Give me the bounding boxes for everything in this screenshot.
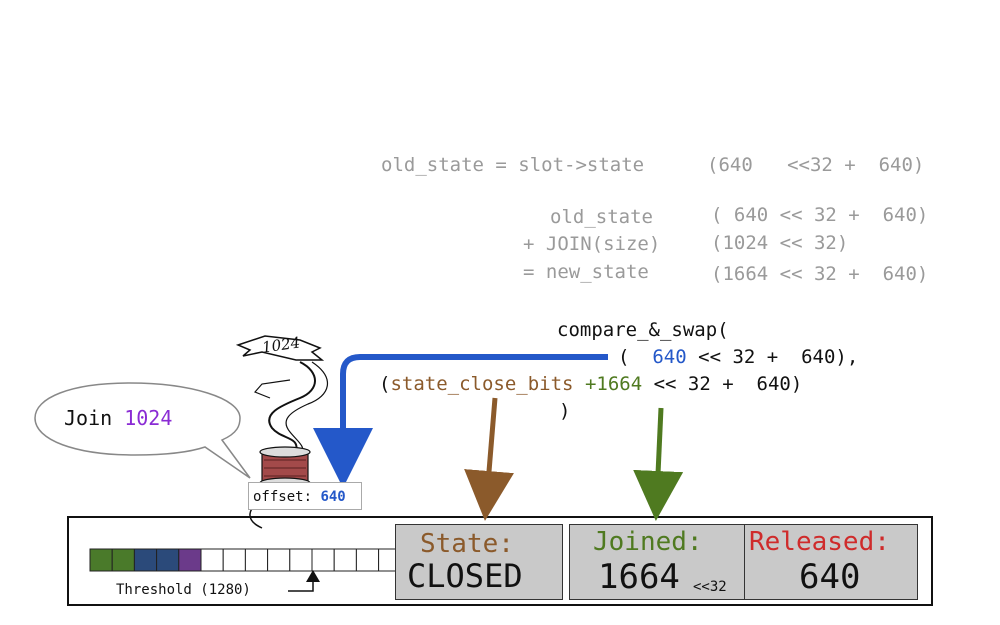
equation-row-2-right: (1024 << 32)	[711, 232, 849, 254]
slot-cells	[89, 548, 402, 572]
equation-line-1-left: old_state = slot->state	[381, 154, 645, 176]
slot-cell	[244, 548, 269, 572]
released-box: Released: 640	[744, 524, 918, 600]
cas-line-3: (state_close_bits +1664 << 32 + 640)	[379, 373, 802, 395]
equation-row-2-left: + JOIN(size)	[523, 233, 661, 255]
joined-box-shift: <<32	[693, 579, 727, 595]
offset-label: offset: 640	[248, 482, 362, 510]
equation-row-3-left: = new_state	[523, 261, 649, 283]
bubble-join-label: Join	[64, 406, 113, 430]
slot-cell	[89, 548, 113, 572]
cas-line-2: ( 640 << 32 + 640),	[618, 346, 858, 368]
equation-row-1-right: ( 640 << 32 + 640)	[711, 204, 929, 226]
cas-line-3-open: (	[379, 373, 391, 395]
speech-bubble-text: Join 1024	[64, 406, 172, 430]
joined-box-label: Joined:	[593, 527, 703, 557]
released-box-label: Released:	[749, 527, 890, 557]
offset-label-text: offset:	[253, 489, 313, 505]
threshold-label: Threshold (1280)	[116, 582, 251, 598]
slot-cell	[355, 548, 380, 572]
speech-bubble-shape	[34, 382, 251, 479]
slot-cell	[156, 548, 180, 572]
cas-line-3-rest: << 32 + 640)	[653, 373, 803, 395]
state-box-label: State:	[420, 529, 514, 559]
joined-box-value: 1664	[598, 557, 680, 597]
bubble-join-value: 1024	[124, 406, 173, 430]
cas-new-join-value: +1664	[584, 373, 643, 395]
green-arrow	[633, 407, 684, 521]
slot-cell	[267, 548, 291, 572]
slot-cell	[133, 548, 158, 572]
cas-close: )	[559, 400, 571, 422]
slot-cell	[200, 548, 224, 572]
cas-state-close-bits: state_close_bits	[390, 373, 574, 395]
offset-value: 640	[320, 489, 346, 505]
brown-arrow	[464, 397, 514, 521]
equation-line-1-right: (640 <<32 + 640)	[707, 154, 925, 176]
cas-old-join-value: 640	[652, 346, 687, 368]
slot-cell	[111, 548, 135, 572]
threshold-pointer	[288, 578, 314, 592]
cas-head: compare_&_swap(	[557, 319, 729, 341]
joined-box: Joined: 1664 <<32	[569, 524, 745, 600]
blue-arrow	[313, 354, 608, 488]
released-box-value: 640	[799, 557, 861, 597]
equation-row-3-right: (1664 << 32 + 640)	[711, 263, 929, 285]
threshold-arrowhead	[306, 570, 320, 582]
slot-cell	[311, 548, 335, 572]
cas-line-2-open: (	[618, 346, 630, 368]
state-box: State: CLOSED	[395, 524, 563, 600]
slot-cell	[333, 548, 357, 572]
state-box-value: CLOSED	[407, 557, 523, 595]
equation-row-1-left: old_state	[550, 206, 653, 228]
cas-line-2-rest: << 32 + 640),	[698, 346, 859, 368]
slot-cell	[178, 548, 202, 572]
slot-cell	[222, 548, 246, 572]
slot-cell	[289, 548, 313, 572]
